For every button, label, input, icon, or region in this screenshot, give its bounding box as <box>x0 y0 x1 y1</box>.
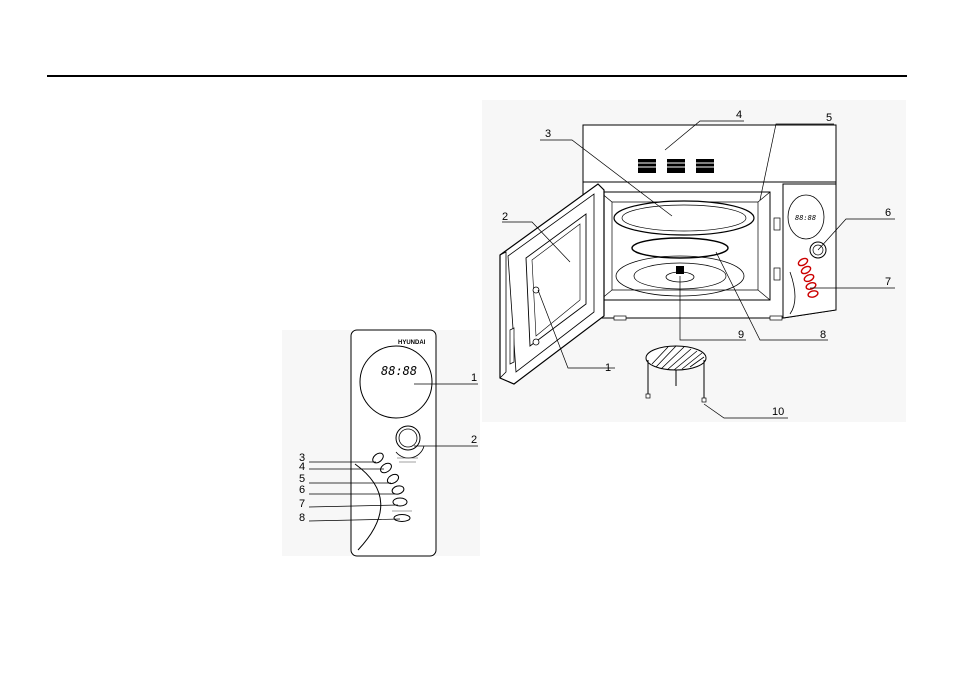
grill-rack-top <box>646 346 706 370</box>
panel-display-digits: 88:88 <box>381 364 417 378</box>
microwave-callout-7: 7 <box>885 276 891 288</box>
microwave-callout-5: 5 <box>826 112 832 124</box>
foot <box>770 316 782 320</box>
side-display-digits: 88:88 <box>795 214 816 222</box>
microwave-callout-2: 2 <box>502 211 508 223</box>
door-hook <box>533 339 539 345</box>
microwave-figure: 88:88 <box>482 100 906 422</box>
microwave-callout-10: 10 <box>772 406 784 418</box>
panel-callout-7: 7 <box>299 498 305 510</box>
grill-plate <box>614 201 754 235</box>
panel-dial-inner <box>399 429 417 447</box>
vent-grilles <box>638 159 714 173</box>
rack-foot <box>702 398 706 402</box>
panel-callout-6: 6 <box>299 484 305 496</box>
turntable-shaft <box>676 266 684 274</box>
microwave-callout-6: 6 <box>885 207 891 219</box>
latch-slot <box>774 268 780 280</box>
panel-button <box>394 515 410 522</box>
microwave-callout-8: 8 <box>820 329 826 341</box>
latch-slot <box>774 218 780 230</box>
rack-foot <box>646 394 650 398</box>
panel-callout-1: 1 <box>471 372 477 384</box>
panel-brand-logo: HYUNDAI <box>398 340 426 346</box>
panel-callout-4: 4 <box>299 461 305 473</box>
microwave-callout-9: 9 <box>738 329 744 341</box>
microwave-callout-1: 1 <box>605 362 611 374</box>
panel-callout-8: 8 <box>299 512 305 524</box>
microwave-callout-4: 4 <box>736 109 742 121</box>
cabinet-top <box>583 125 836 182</box>
panel-display-window <box>360 346 432 418</box>
control-panel-figure: HYUNDAI 88:88 <box>282 330 480 556</box>
panel-callout-2: 2 <box>471 434 477 446</box>
microwave-callout-3: 3 <box>545 128 551 140</box>
door-handle-slot <box>510 328 514 364</box>
foot <box>614 316 626 320</box>
